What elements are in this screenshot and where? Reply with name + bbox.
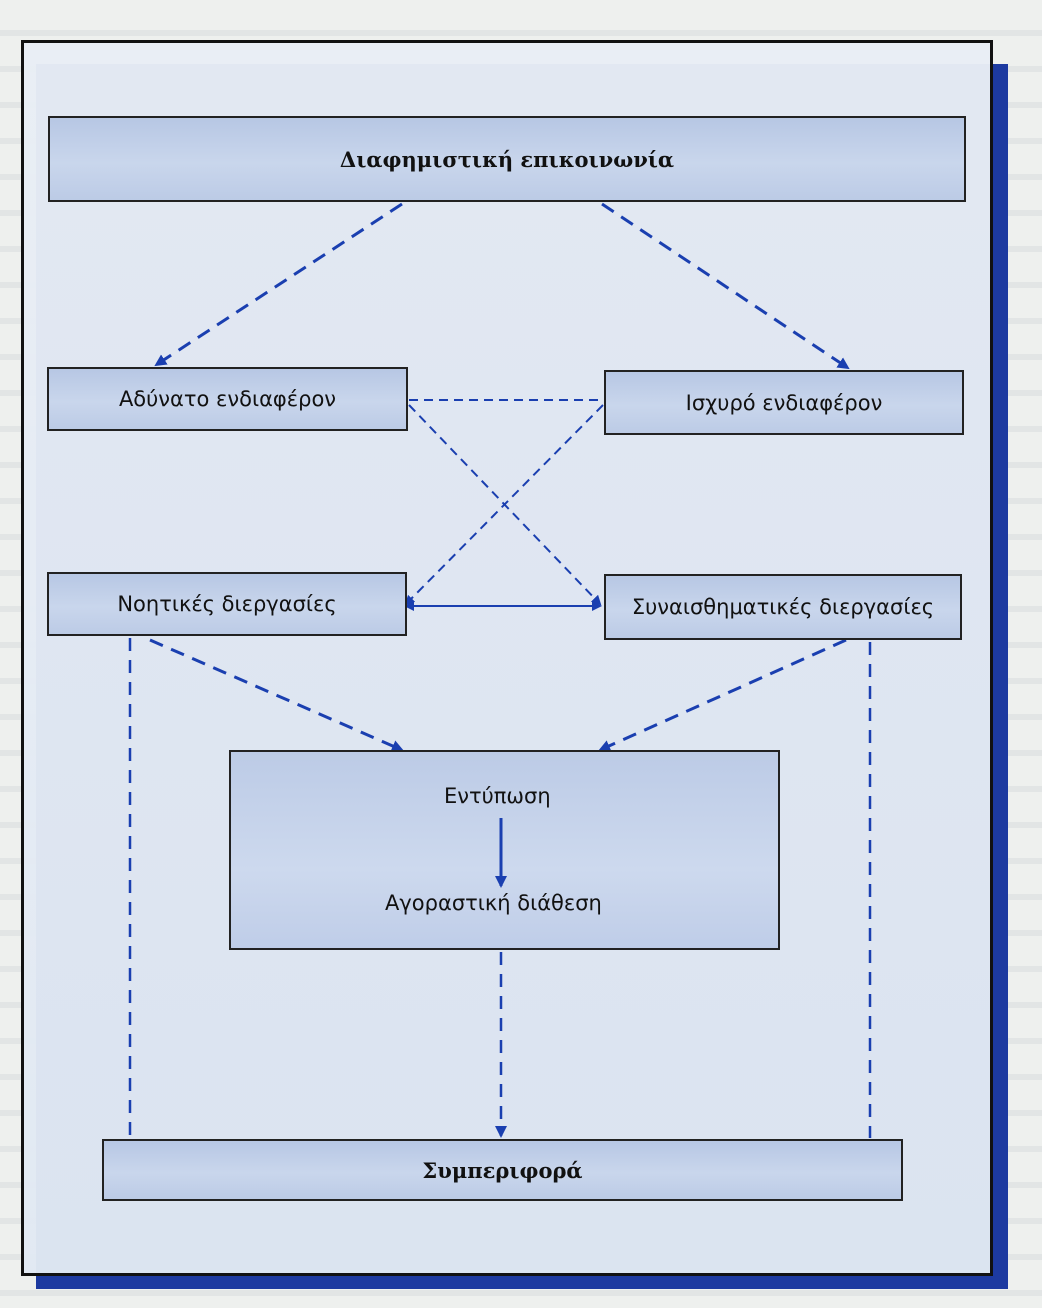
impression-intent-box	[229, 750, 780, 950]
impression-label: Εντύπωση	[444, 784, 551, 808]
cognitive-processes-box: Νοητικές διεργασίες	[47, 572, 407, 636]
emotional-processes-label: Συναισθηματικές διεργασίες	[631, 595, 935, 619]
behavior-label: Συμπεριφορά	[422, 1157, 583, 1183]
strong-interest-box: Ισχυρό ενδιαφέρον	[604, 370, 964, 435]
behavior-box: Συμπεριφορά	[102, 1139, 903, 1201]
strong-interest-label: Ισχυρό ενδιαφέρον	[685, 390, 883, 415]
weak-interest-box: Αδύνατο ενδιαφέρον	[47, 367, 408, 431]
diagram-frame	[21, 40, 993, 1276]
advertising-communication-box: Διαφημιστική επικοινωνία	[48, 116, 966, 202]
cognitive-processes-label: Νοητικές διεργασίες	[117, 592, 337, 616]
advertising-communication-label: Διαφημιστική επικοινωνία	[339, 146, 675, 172]
purchase-intent-label: Αγοραστική διάθεση	[385, 891, 602, 915]
emotional-processes-box: Συναισθηματικές διεργασίες	[604, 574, 962, 640]
weak-interest-label: Αδύνατο ενδιαφέρον	[118, 387, 337, 411]
